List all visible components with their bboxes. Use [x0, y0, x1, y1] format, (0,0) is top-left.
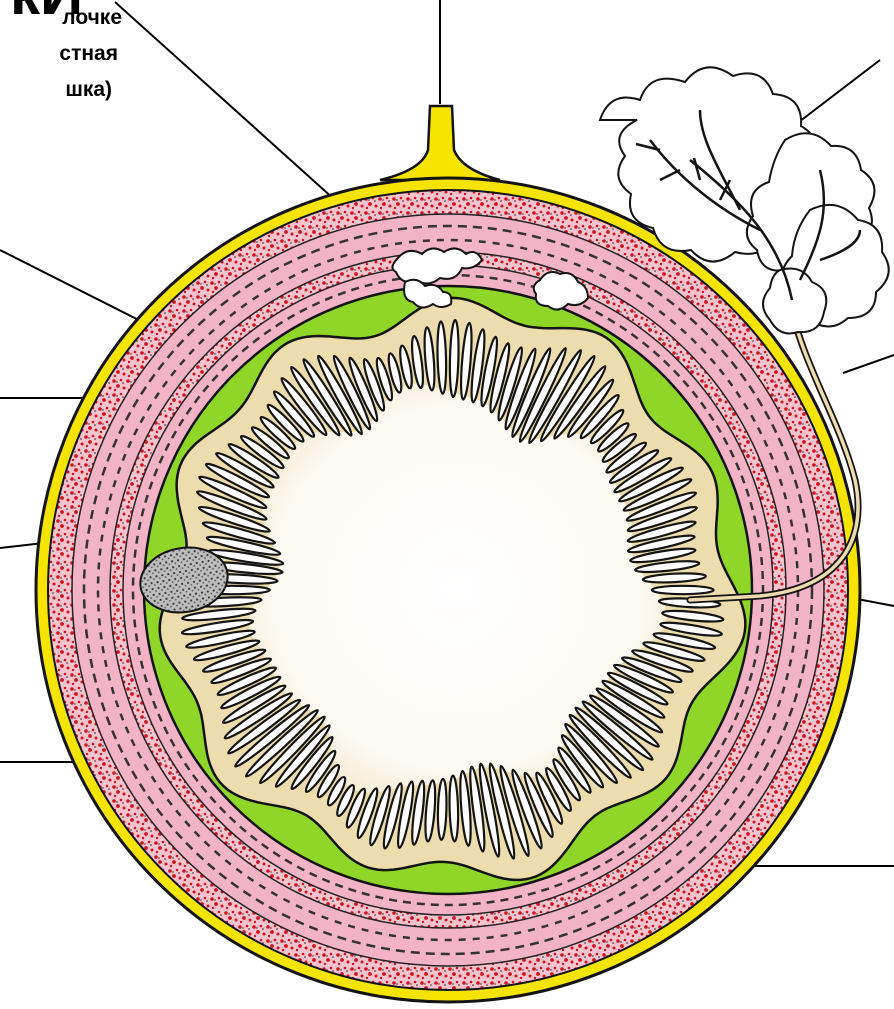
label-line-3: шка) — [65, 78, 112, 101]
villus — [437, 321, 447, 393]
label-line-2: стная — [59, 42, 118, 65]
mesentery — [380, 0, 500, 180]
villus — [437, 779, 447, 840]
villus — [449, 776, 459, 842]
villus — [652, 586, 714, 594]
label-line-1: лочке — [62, 6, 122, 29]
